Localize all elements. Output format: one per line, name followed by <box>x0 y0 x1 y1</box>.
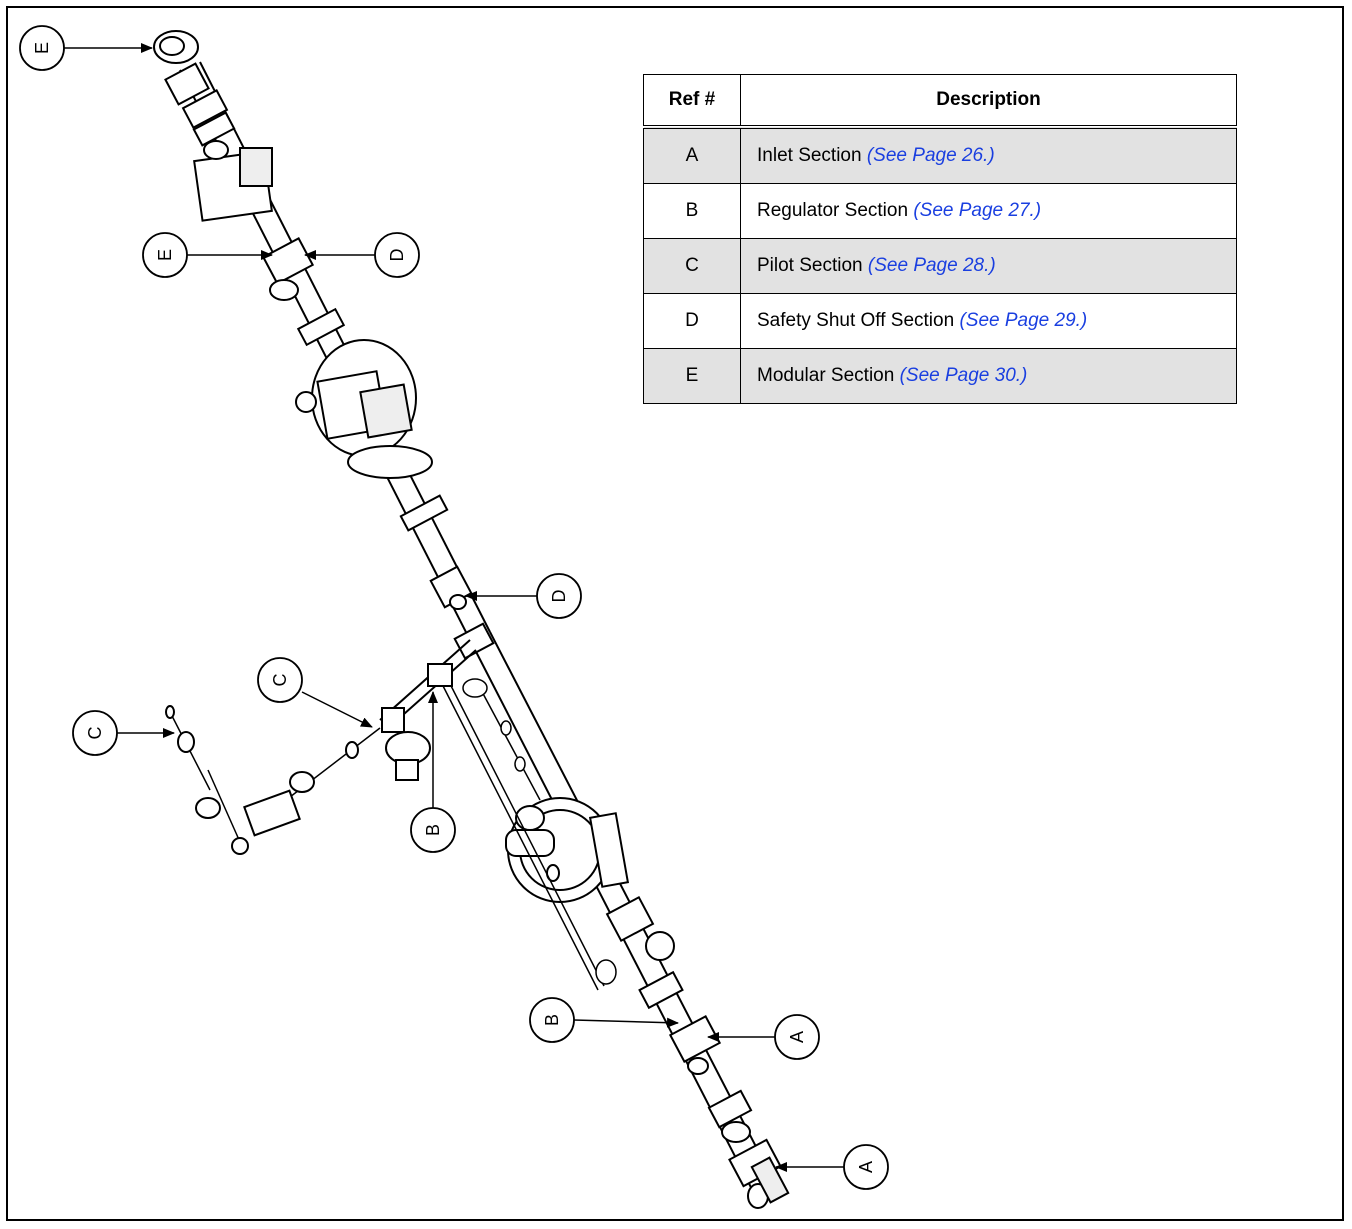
callout-e-mid-label: E <box>155 249 175 261</box>
reference-table-header: Ref # Description <box>643 74 1237 128</box>
row-description-text: Pilot Section <box>757 255 863 276</box>
callout-d-top-label: D <box>387 249 407 262</box>
header-description: Description <box>740 74 1237 128</box>
callout-c-left-label: C <box>85 727 105 740</box>
sensing-line <box>439 675 617 991</box>
drawing-frame <box>6 6 1344 1221</box>
pipe-fittings <box>153 30 790 1209</box>
callout-c-pilot-label: C <box>270 674 290 687</box>
row-description-text: Modular Section <box>757 365 895 386</box>
row-description: Pilot Section (See Page 28.) <box>740 238 1237 294</box>
row-ref: B <box>643 183 741 239</box>
callout-e-top: E <box>19 25 153 71</box>
callout-c-left: C <box>72 710 175 756</box>
pilot-branch <box>165 639 477 855</box>
reference-table: Ref # Description A Inlet Section (See P… <box>643 74 1237 404</box>
row-description: Inlet Section (See Page 26.) <box>740 126 1237 184</box>
row-ref: A <box>643 126 741 184</box>
row-description: Modular Section (See Page 30.) <box>740 348 1237 404</box>
callout-d-mid-label: D <box>549 590 569 603</box>
row-ref: C <box>643 238 741 294</box>
page-link[interactable]: (See Page 29.) <box>959 310 1088 331</box>
row-description-text: Inlet Section <box>757 145 862 166</box>
row-description-text: Safety Shut Off Section <box>757 310 955 331</box>
callout-b-mid: B <box>410 691 456 853</box>
callout-d-mid: D <box>465 573 582 619</box>
header-ref: Ref # <box>643 74 741 128</box>
table-row: E Modular Section (See Page 30.) <box>643 348 1237 404</box>
page-link[interactable]: (See Page 30.) <box>899 365 1028 386</box>
page-link[interactable]: (See Page 26.) <box>866 145 995 166</box>
callout-a-mid-label: A <box>787 1031 807 1043</box>
table-row: B Regulator Section (See Page 27.) <box>643 183 1237 239</box>
row-ref: D <box>643 293 741 349</box>
callout-b-low-label: B <box>542 1014 562 1026</box>
page-link[interactable]: (See Page 27.) <box>913 200 1042 221</box>
callout-a-bottom: A <box>775 1144 889 1190</box>
callout-e-top-label: E <box>32 42 52 54</box>
callout-c-pilot: C <box>257 657 373 728</box>
row-description: Safety Shut Off Section (See Page 29.) <box>740 293 1237 349</box>
table-row: D Safety Shut Off Section (See Page 29.) <box>643 293 1237 349</box>
callout-b-mid-label: B <box>423 824 443 836</box>
row-description: Regulator Section (See Page 27.) <box>740 183 1237 239</box>
callout-d-top: D <box>304 232 420 278</box>
table-row: C Pilot Section (See Page 28.) <box>643 238 1237 294</box>
row-ref: E <box>643 348 741 404</box>
callout-a-bottom-label: A <box>856 1161 876 1173</box>
callout-e-mid: E <box>142 232 273 278</box>
page-link[interactable]: (See Page 28.) <box>867 255 996 276</box>
row-description-text: Regulator Section <box>757 200 909 221</box>
table-row: A Inlet Section (See Page 26.) <box>643 126 1237 184</box>
callout-b-low: B <box>529 997 679 1043</box>
callout-a-mid: A <box>707 1014 820 1060</box>
